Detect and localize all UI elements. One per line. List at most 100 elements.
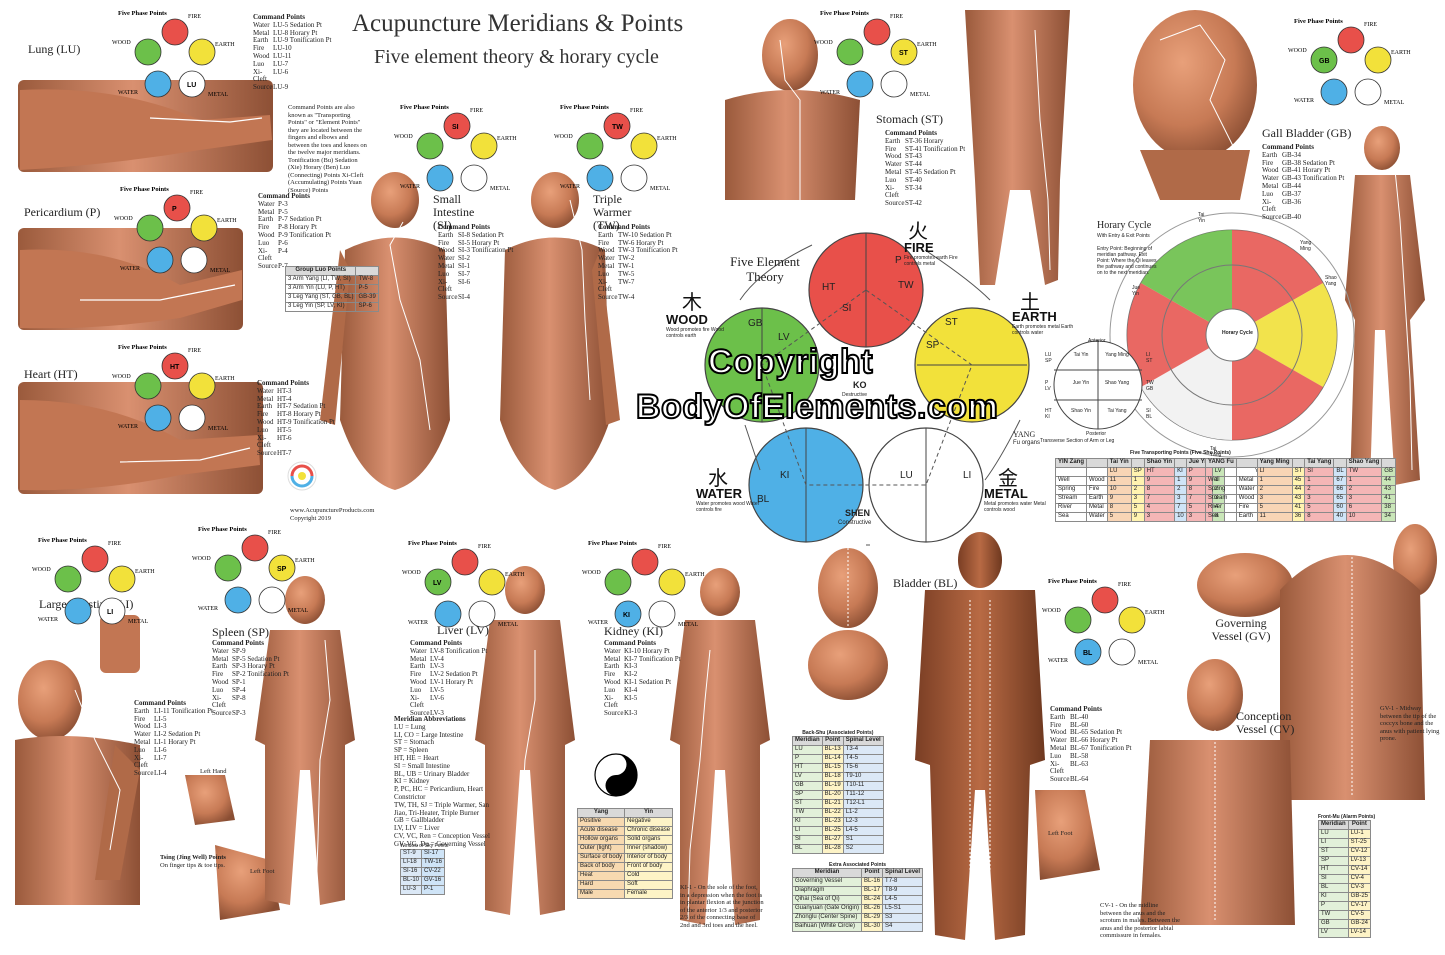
table-cell: BL-30 bbox=[861, 922, 884, 932]
five-phase-fire-label: FIRE bbox=[1118, 582, 1131, 588]
table-cell: TW bbox=[1345, 467, 1383, 477]
five-phase-title: Five Phase Points bbox=[120, 186, 169, 193]
metal-phase-circle bbox=[1108, 638, 1136, 666]
table-cell: Earth bbox=[1235, 512, 1258, 522]
five-phase-wood-label: WOOD bbox=[582, 570, 601, 576]
table-cell: 3 Leg Yin (SP, LV, KI) bbox=[284, 302, 357, 312]
table-header-cell bbox=[1174, 458, 1187, 468]
label-heart: Heart (HT) bbox=[24, 367, 78, 381]
label-small-intestine: Small Intestine (SI) bbox=[433, 192, 475, 232]
label-governing-vessel: Governing Vessel (GV) bbox=[1211, 616, 1271, 643]
abbreviation-item: BL, UB = Urinary Bladder bbox=[394, 769, 470, 778]
horary-ring-label: Tai Yin bbox=[1198, 212, 1206, 224]
table-row: 3 Leg Yang (ST, GB, BL)GB-39 bbox=[284, 293, 379, 303]
earth-phase-circle bbox=[1118, 606, 1146, 634]
five-phase-earth-label: EARTH bbox=[295, 558, 315, 564]
cross-section-right-label: LI ST bbox=[1146, 352, 1153, 364]
earth-phase-circle bbox=[890, 38, 918, 66]
table-cell: T12-L1 bbox=[842, 799, 884, 809]
metal-phase-circle bbox=[468, 600, 496, 628]
five-phase-earth-label: EARTH bbox=[505, 572, 525, 578]
table-cell: LU-3 bbox=[399, 885, 423, 895]
table-cell: 3 bbox=[1174, 494, 1187, 504]
table-row: 3 Arm Yang (LI, TW, SI)TW-8 bbox=[284, 275, 379, 285]
metal-note: Metal promotes water Metal controls wood bbox=[984, 501, 1046, 513]
five-phase-fire-label: FIRE bbox=[268, 530, 281, 536]
wood-phase-circle bbox=[134, 372, 162, 400]
table-cell: 1 bbox=[1256, 476, 1293, 486]
five-phase-metal-label: METAL bbox=[910, 92, 931, 98]
metal-phase-circle bbox=[178, 70, 206, 98]
table-cell: 38 bbox=[1381, 503, 1396, 513]
metal-phase-circle bbox=[98, 597, 126, 625]
wood-phase-circle bbox=[214, 554, 242, 582]
water-note: Water promotes wood Water controls fire bbox=[696, 501, 760, 513]
table-cell: Back of body bbox=[576, 862, 626, 872]
table-cell: LU bbox=[792, 745, 823, 755]
abbreviation-item: CV, VC, Ren = Conception Vessel bbox=[394, 831, 490, 840]
table-cell: 8 bbox=[1143, 485, 1176, 495]
metal-phase-circle bbox=[880, 70, 908, 98]
command-points-title: Command Points bbox=[438, 223, 490, 231]
five-phase-water-label: WATER bbox=[118, 424, 138, 430]
five-phase-fire-label: FIRE bbox=[188, 14, 201, 20]
table-cell: LV-13 bbox=[1347, 856, 1372, 866]
table-cell: GB bbox=[1381, 467, 1396, 477]
five-phase-organ-tag: BL bbox=[1083, 650, 1093, 657]
five-phase-water-label: WATER bbox=[820, 90, 840, 96]
label-triple-warmer: Triple Warmer (TW) bbox=[593, 192, 632, 232]
five-phase-wood-label: WOOD bbox=[394, 134, 413, 140]
back-shu-title: Back-Shu (Associated Points) bbox=[802, 730, 874, 736]
table-header-cell: Spinal Level bbox=[842, 736, 884, 746]
wood-phase-circle bbox=[1064, 606, 1092, 634]
fire-phase-circle bbox=[451, 548, 479, 576]
table-cell: SP bbox=[1130, 467, 1145, 477]
table-header-cell: Spinal Level bbox=[882, 868, 924, 878]
table-cell: SI-16 bbox=[399, 867, 423, 877]
label-lung: Lung (LU) bbox=[28, 42, 81, 56]
five-phase-wood-label: WOOD bbox=[1288, 48, 1307, 54]
label-spleen: Spleen (SP) bbox=[212, 625, 269, 639]
table-cell: 6 bbox=[1345, 503, 1383, 513]
table-cell: 5 bbox=[1304, 503, 1335, 513]
table-cell: Sea bbox=[1205, 512, 1237, 522]
earth-phase-circle bbox=[188, 372, 216, 400]
wood-note: Wood promotes fire Wood controls earth bbox=[666, 327, 724, 339]
table-cell: T11-12 bbox=[842, 790, 884, 800]
command-points-note: Command Points are also known as "Transp… bbox=[288, 104, 367, 194]
five-phase-fire-label: FIRE bbox=[470, 108, 483, 114]
watermark-line-2: BodyOfElements.com bbox=[635, 387, 999, 427]
table-cell: GV-16 bbox=[421, 876, 445, 886]
table-cell: Metal bbox=[1235, 476, 1258, 486]
table-cell: 9 bbox=[1143, 476, 1176, 486]
table-cell: 5 bbox=[1256, 503, 1293, 513]
